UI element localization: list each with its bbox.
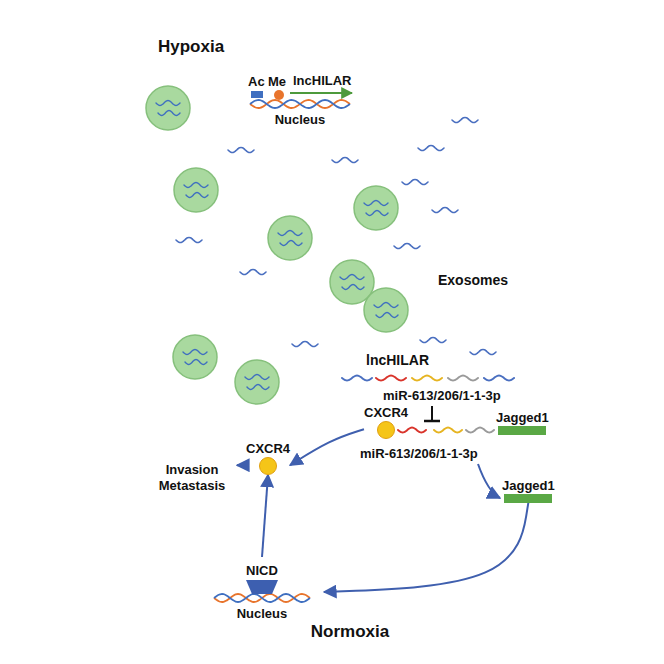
receptor: CXCR4 [246,441,290,475]
exosome [174,168,218,212]
rna-strand [247,385,269,390]
exosome [354,186,398,230]
text-label: lncHILAR [293,73,352,89]
ligand: Jagged1 [496,410,549,435]
rna-strand [412,376,442,381]
rna-strand [342,285,364,290]
hypoxic-cell: HypoxiaNucleus [140,15,505,300]
inhibition-bar [424,420,440,423]
transcription-arrow [290,92,352,94]
exosome [268,216,312,260]
outcome-arrow [237,464,245,466]
rna-strand [470,350,496,355]
text-label: lncHILAR [366,352,429,369]
nucleus-label: NICD [200,563,324,579]
rna-strand [245,375,269,380]
rna-strand [340,275,364,280]
ligand-symbol [504,494,552,503]
condition-title: Hypoxia [158,37,224,57]
acetyl-mark [251,91,263,98]
exosome [364,288,408,332]
rna-strand [374,303,398,308]
exosome [146,86,190,130]
rna-fragments [176,100,514,602]
protein-label: Jagged1 [496,410,549,426]
dna-strand [214,594,310,602]
nucleus-body [239,73,361,133]
rna-strand [332,158,358,163]
text-label: miR-613/206/1-1-3p [383,388,501,404]
rna-strand [364,201,388,206]
nucleus: NICD Nucleus [200,557,324,627]
rna-strand [466,428,494,433]
methyl-mark [274,90,284,100]
leader-arrows [237,465,245,466]
receptor-symbol [377,421,395,439]
cell-body [139,319,561,657]
rna-strand [452,118,478,123]
signal-arrow [262,475,268,557]
text-label: miR-613/206/1-1-3p [360,446,478,462]
rna-strand [434,428,462,433]
exosome [173,335,217,379]
signal-arrow [290,429,364,465]
rna-strand [228,148,254,153]
rna-strand [432,208,458,213]
rna-strand [156,101,180,106]
cell-outline [140,15,505,300]
receptor-symbol [259,457,277,475]
ligand-symbol [498,426,546,435]
rna-strand [418,146,444,151]
signal-arrow [324,503,528,592]
nucleus-label: Nucleus [238,112,362,128]
rna-strand [280,241,302,246]
cell-body [144,23,502,298]
text-label: Exosomes [438,272,508,289]
dna-strand [250,100,350,108]
protein-label: CXCR4 [364,405,408,421]
rna-strand [240,270,266,275]
rna-strand [278,231,302,236]
rna-strand [176,238,202,243]
nucleus-label: Nucleus [200,606,324,622]
rna-strand [420,338,446,343]
text-label: Invasion Metastasis [150,462,234,493]
dna-strand [250,100,350,108]
rna-strand [366,211,388,216]
text-label: Me [268,74,286,90]
rna-strand [484,376,514,381]
rna-strand [186,193,208,198]
rna-strand [158,111,180,116]
protein-label: Jagged1 [502,478,555,494]
ligand: Jagged1 [502,478,555,503]
rna-strand [184,183,208,188]
rna-strand [448,376,478,381]
rna-strand [398,428,426,433]
rna-strand [376,376,406,381]
rna-strand [394,244,420,249]
protein-label: CXCR4 [246,441,290,457]
rna-strand [342,376,372,381]
rna-strand [376,313,398,318]
condition-title: Normoxia [135,622,565,642]
nicd-shape [246,580,278,594]
rna-strand [402,180,428,185]
rna-strand [292,342,318,347]
exosome [235,360,279,404]
dna-strand [214,594,310,602]
receptor: CXCR4 [364,405,408,439]
rna-strand [185,360,207,365]
text-label: Ac [248,74,265,90]
release-arrow [478,464,500,498]
rna-strand [183,350,207,355]
inhibition-line [431,406,433,421]
nucleus-body [201,558,323,626]
